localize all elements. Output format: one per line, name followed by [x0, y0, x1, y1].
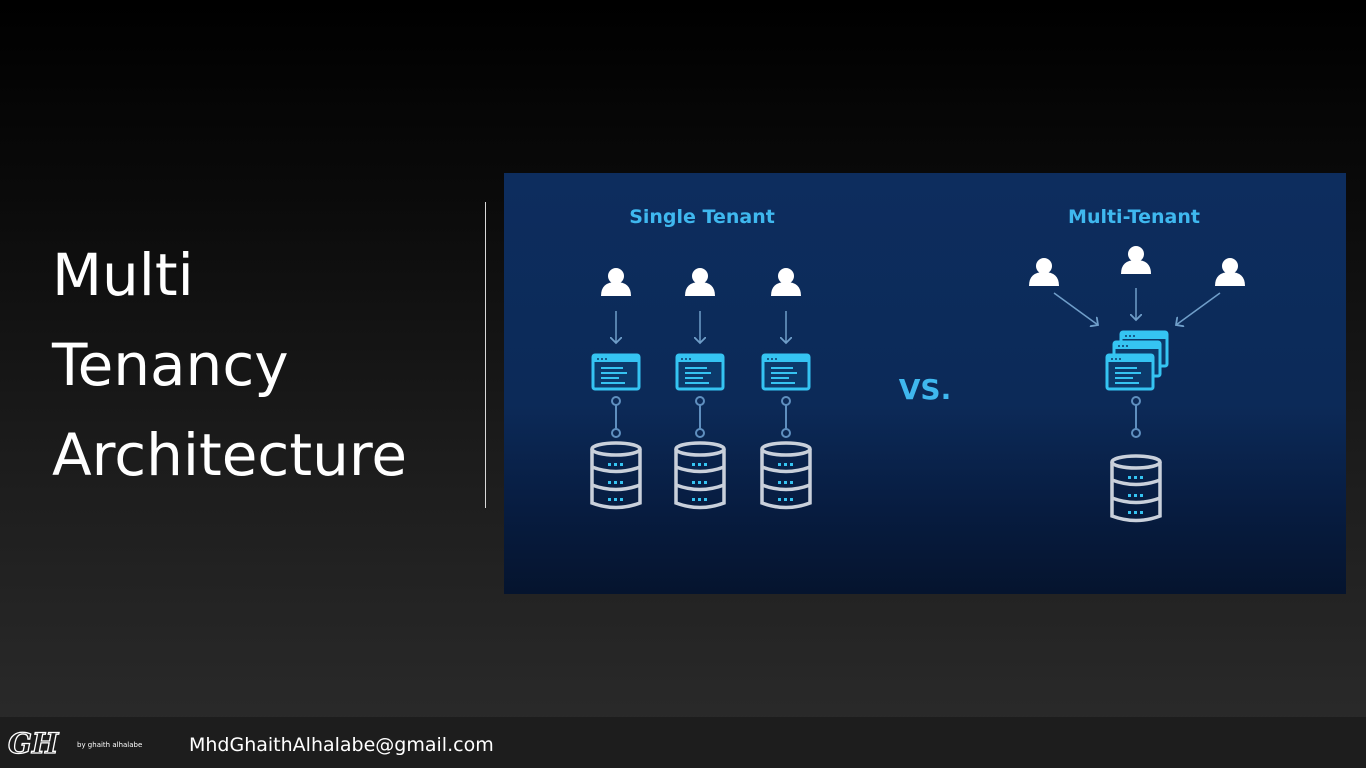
logo-subtext: by ghaith alhalabe [77, 741, 143, 749]
single-tenant-label: Single Tenant [629, 206, 775, 228]
user-icon [601, 268, 631, 296]
svg-text:GH: GH [8, 727, 60, 759]
diagram-svg: Single Tenant Multi-Tenant VS. [590, 206, 1245, 523]
database-icon [674, 441, 726, 510]
user-icon [1121, 246, 1151, 274]
user-icon [685, 268, 715, 296]
connection-icon [695, 396, 705, 438]
title-line-1: Multi [52, 241, 194, 309]
slide-title: Multi Tenancy Architecture [52, 230, 407, 500]
title-line-3: Architecture [52, 421, 408, 489]
tenancy-diagram: Single Tenant Multi-Tenant VS. [504, 173, 1346, 594]
database-icon [590, 441, 642, 510]
app-window-icon [761, 353, 811, 391]
multi-tenant-stack [1029, 246, 1245, 523]
database-icon [1110, 454, 1162, 523]
single-tenant-stack-2 [674, 268, 726, 510]
connection-icon [781, 396, 791, 438]
gh-logo-icon: GH [7, 727, 60, 759]
user-icon [1215, 258, 1245, 286]
connection-icon [1131, 396, 1141, 438]
contact-email: MhdGhaithAlhalabe@gmail.com [189, 734, 494, 756]
database-icon [760, 441, 812, 510]
vs-label: VS. [899, 373, 951, 406]
app-window-icon [591, 353, 641, 391]
title-line-2: Tenancy [52, 331, 289, 399]
vertical-divider [485, 202, 486, 508]
app-window-icon [675, 353, 725, 391]
connection-icon [611, 396, 621, 438]
single-tenant-stack-1 [590, 268, 642, 510]
user-icon [771, 268, 801, 296]
user-icon [1029, 258, 1059, 286]
multi-tenant-label: Multi-Tenant [1068, 206, 1200, 228]
single-tenant-stack-3 [760, 268, 812, 510]
app-window-icon [1105, 353, 1155, 391]
footer-bar: GH by ghaith alhalabe MhdGhaithAlhalabe@… [0, 717, 1366, 768]
